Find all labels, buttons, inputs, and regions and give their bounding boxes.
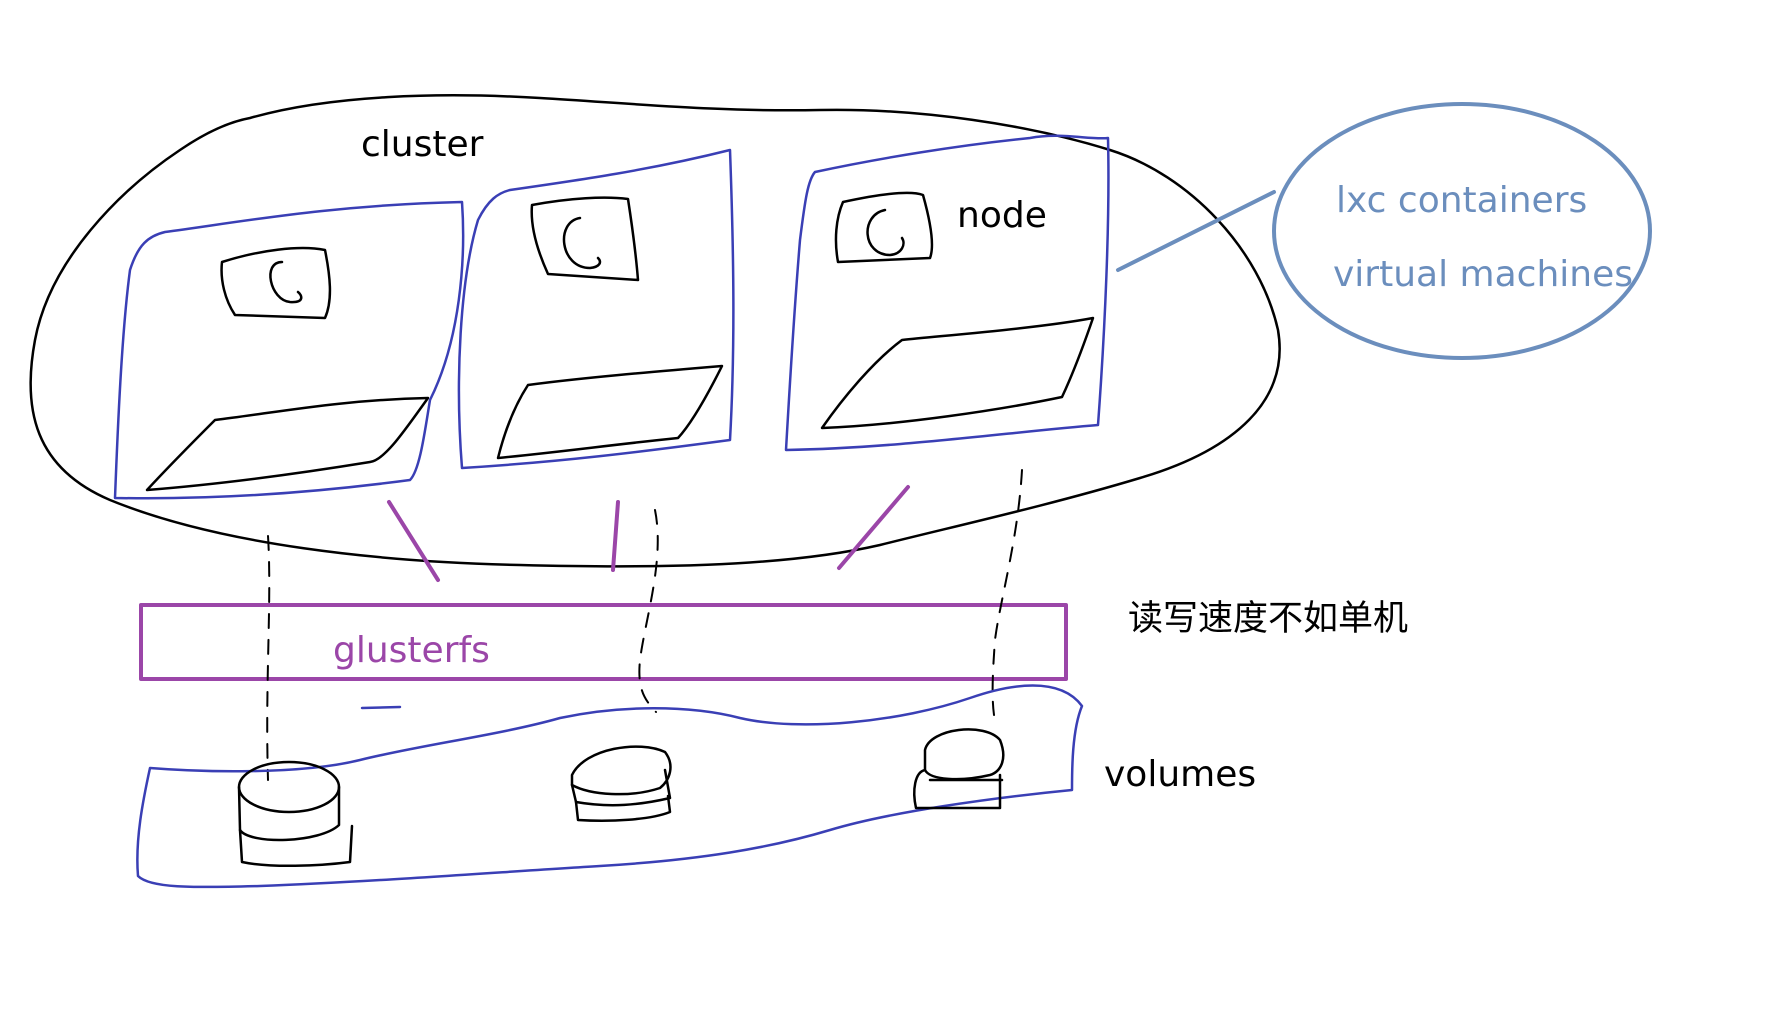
volume-disk-1 (237, 760, 354, 868)
node-2-container-icon (530, 196, 640, 282)
virtual-machines-label: virtual machines (1333, 254, 1634, 295)
glusterfs-box (139, 603, 1068, 681)
node-2-container-swirl (562, 216, 602, 270)
volume-disk-3 (913, 728, 1005, 810)
glusterfs-label: glusterfs (333, 630, 490, 671)
volumes-label: volumes (1104, 754, 1257, 795)
node-3-container-swirl (866, 208, 905, 257)
lxc-containers-label: lxc containers (1336, 180, 1588, 221)
node-3 (784, 134, 1110, 452)
cluster-label: cluster (361, 124, 484, 165)
node-2 (457, 148, 735, 470)
node-1-container-icon (220, 246, 332, 320)
dashed-link-1 (266, 535, 271, 781)
connector-node3-glusterfs (837, 485, 910, 570)
node-2-disk-tile (496, 364, 724, 460)
connector-node2-glusterfs (611, 500, 620, 572)
node-3-disk-tile (820, 316, 1095, 430)
node-3-outline (784, 134, 1110, 452)
node-1-container-swirl (269, 260, 303, 304)
cluster-outline (29, 94, 1281, 568)
connector-node1-glusterfs (387, 500, 440, 582)
dashed-link-2 (638, 509, 659, 713)
node-1 (113, 200, 465, 500)
volume-disk-2 (570, 745, 672, 822)
volumes-outline (136, 684, 1084, 889)
node-2-outline (457, 148, 735, 470)
dashed-link-3 (991, 469, 1023, 716)
node-1-disk-tile (145, 396, 430, 492)
node-label: node (957, 195, 1047, 236)
speed-note-label: 读写速度不如单机 (1128, 599, 1409, 639)
volumes-outline-tail (360, 705, 402, 710)
node-3-container-icon (834, 191, 934, 264)
runtime-bubble (1272, 102, 1652, 360)
bubble-pointer-line (1116, 190, 1276, 272)
node-1-outline (113, 200, 465, 500)
